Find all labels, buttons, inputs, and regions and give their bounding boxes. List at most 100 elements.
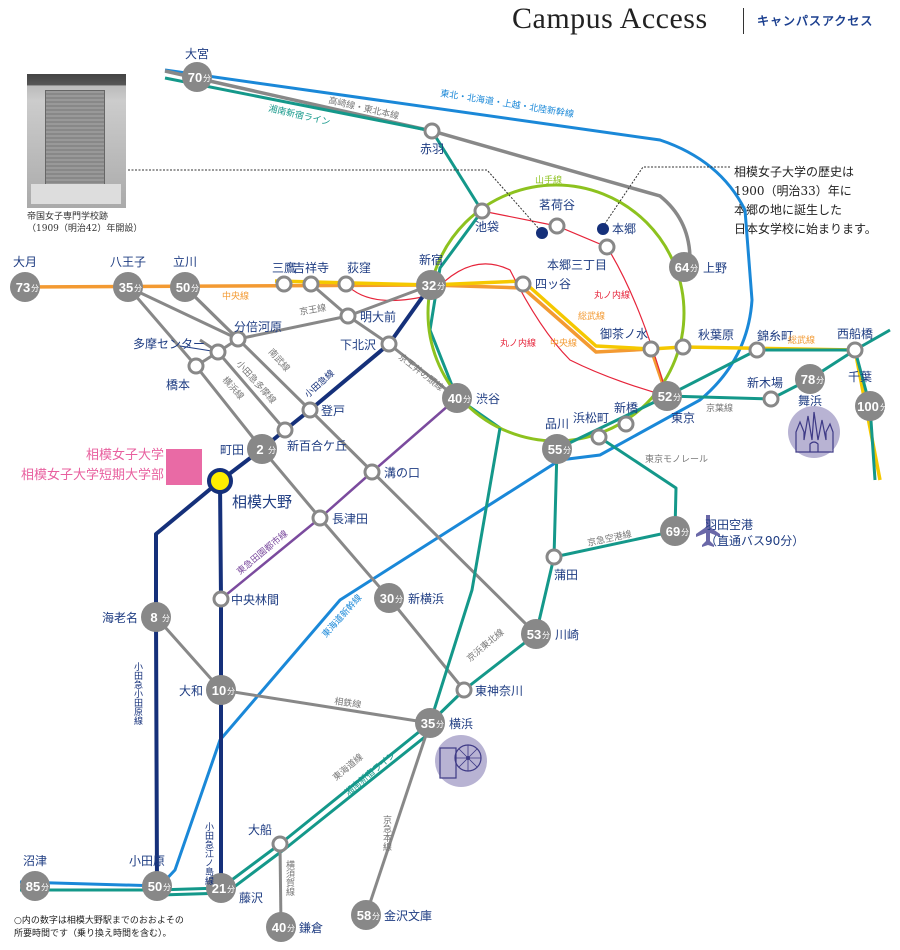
time-value: 69 <box>666 524 680 539</box>
station-myogadani[interactable] <box>548 217 566 235</box>
photo-caption-line: （1909（明治42）年開設） <box>27 224 143 234</box>
line-label-sobu: 総武線 <box>578 310 605 322</box>
page-subtitle: キャンパスアクセス <box>757 14 874 28</box>
history-line: 1900（明治33）年に <box>734 184 852 198</box>
station-sagamiono[interactable] <box>207 468 233 494</box>
time-value: 53 <box>527 627 541 642</box>
station-noborito[interactable] <box>301 401 319 419</box>
station-higashikanagawa[interactable] <box>455 681 473 699</box>
station-hashimoto[interactable] <box>187 357 205 375</box>
time-unit: 分 <box>268 446 276 455</box>
station-tamacenter[interactable] <box>209 343 227 361</box>
station-label-higashikanagawa: 東神奈川 <box>475 684 523 698</box>
campus-marker[interactable] <box>166 449 202 485</box>
station-bubaigawara[interactable] <box>229 330 247 348</box>
line-marunouchi <box>345 263 668 397</box>
station-shimbashi[interactable] <box>617 415 635 433</box>
station-label-shinyurigaoka: 新百合ケ丘 <box>287 438 347 453</box>
line-inokashira <box>310 282 458 400</box>
line-keikyu <box>364 722 432 916</box>
memorial-stone <box>45 90 105 188</box>
station-label-akabane: 赤羽 <box>420 142 444 156</box>
station-label-kinshicho: 錦糸町 <box>757 328 793 343</box>
station-label-fujisawa: 藤沢 <box>239 891 263 905</box>
station-label-kawasaki: 川崎 <box>555 628 579 642</box>
time-value: 35 <box>119 280 133 295</box>
station-akabane[interactable] <box>423 122 441 140</box>
station-chuorinkan[interactable] <box>212 590 230 608</box>
station-label-haneda: 羽田空港 <box>705 518 753 532</box>
time-badge <box>141 602 171 632</box>
time-unit: 分 <box>227 687 235 696</box>
time-badge <box>795 364 825 394</box>
station-ikebukuro[interactable] <box>473 202 491 220</box>
station-nagatsuta[interactable] <box>311 509 329 527</box>
footnote-line: 所要時間です（乗り換え時間を含む）。 <box>14 929 172 939</box>
line-label-yokohama-line: 横浜線 <box>220 374 247 402</box>
station-label-hashimoto: 橋本 <box>166 378 190 392</box>
station-meidaimae[interactable] <box>339 307 357 325</box>
station-yotsuya[interactable] <box>514 275 532 293</box>
station-label-ochanomizu: 御茶ノ水 <box>600 326 648 341</box>
line-shonan-tokaido <box>159 726 437 897</box>
history-line: 本郷の地に誕生した <box>734 203 843 217</box>
line-label-sotetsu: 相鉄線 <box>334 695 362 711</box>
time-value: 35 <box>421 716 435 731</box>
station-hongo3[interactable] <box>598 238 616 256</box>
station-nishifunabashi[interactable] <box>846 341 864 359</box>
time-value: 78 <box>801 372 815 387</box>
station-label-ogikubo: 荻窪 <box>347 260 371 275</box>
time-badge <box>669 252 699 282</box>
station-mitaka[interactable] <box>275 275 293 293</box>
station-label-shibuya: 渋谷 <box>476 392 500 406</box>
station-mizonokuchi[interactable] <box>363 463 381 481</box>
station-akihabara[interactable] <box>674 338 692 356</box>
station-shimokitazawa[interactable] <box>380 335 398 353</box>
station-kinshicho[interactable] <box>748 341 766 359</box>
station-ogikubo[interactable] <box>337 275 355 293</box>
station-hamamatsucho[interactable] <box>590 428 608 446</box>
station-shinkiba[interactable] <box>762 390 780 408</box>
line-marunouchi <box>481 210 668 397</box>
station-label-shinkiba: 新木場 <box>747 375 783 390</box>
station-ochanomizu[interactable] <box>642 340 660 358</box>
airplane-icon <box>696 515 720 547</box>
time-badge <box>206 873 236 903</box>
station-shinyurigaoka[interactable] <box>276 421 294 439</box>
station-label-numazu: 沼津 <box>23 854 47 868</box>
time-unit: 分 <box>395 595 403 604</box>
time-value: 21 <box>212 881 226 896</box>
station-ofuna[interactable] <box>271 835 289 853</box>
station-kichijoji[interactable] <box>302 275 320 293</box>
station-kamata[interactable] <box>545 548 563 566</box>
history-note: 相模女子大学の歴史は 1900（明治33）年に 本郷の地に誕生した 日本女学校に… <box>734 163 877 239</box>
line-label-chuo: 中央線 <box>550 337 577 349</box>
time-value: 70 <box>188 70 202 85</box>
icons-layer <box>128 166 840 787</box>
station-label-ueno: 上野 <box>703 261 727 275</box>
time-value: 2 <box>256 442 263 457</box>
